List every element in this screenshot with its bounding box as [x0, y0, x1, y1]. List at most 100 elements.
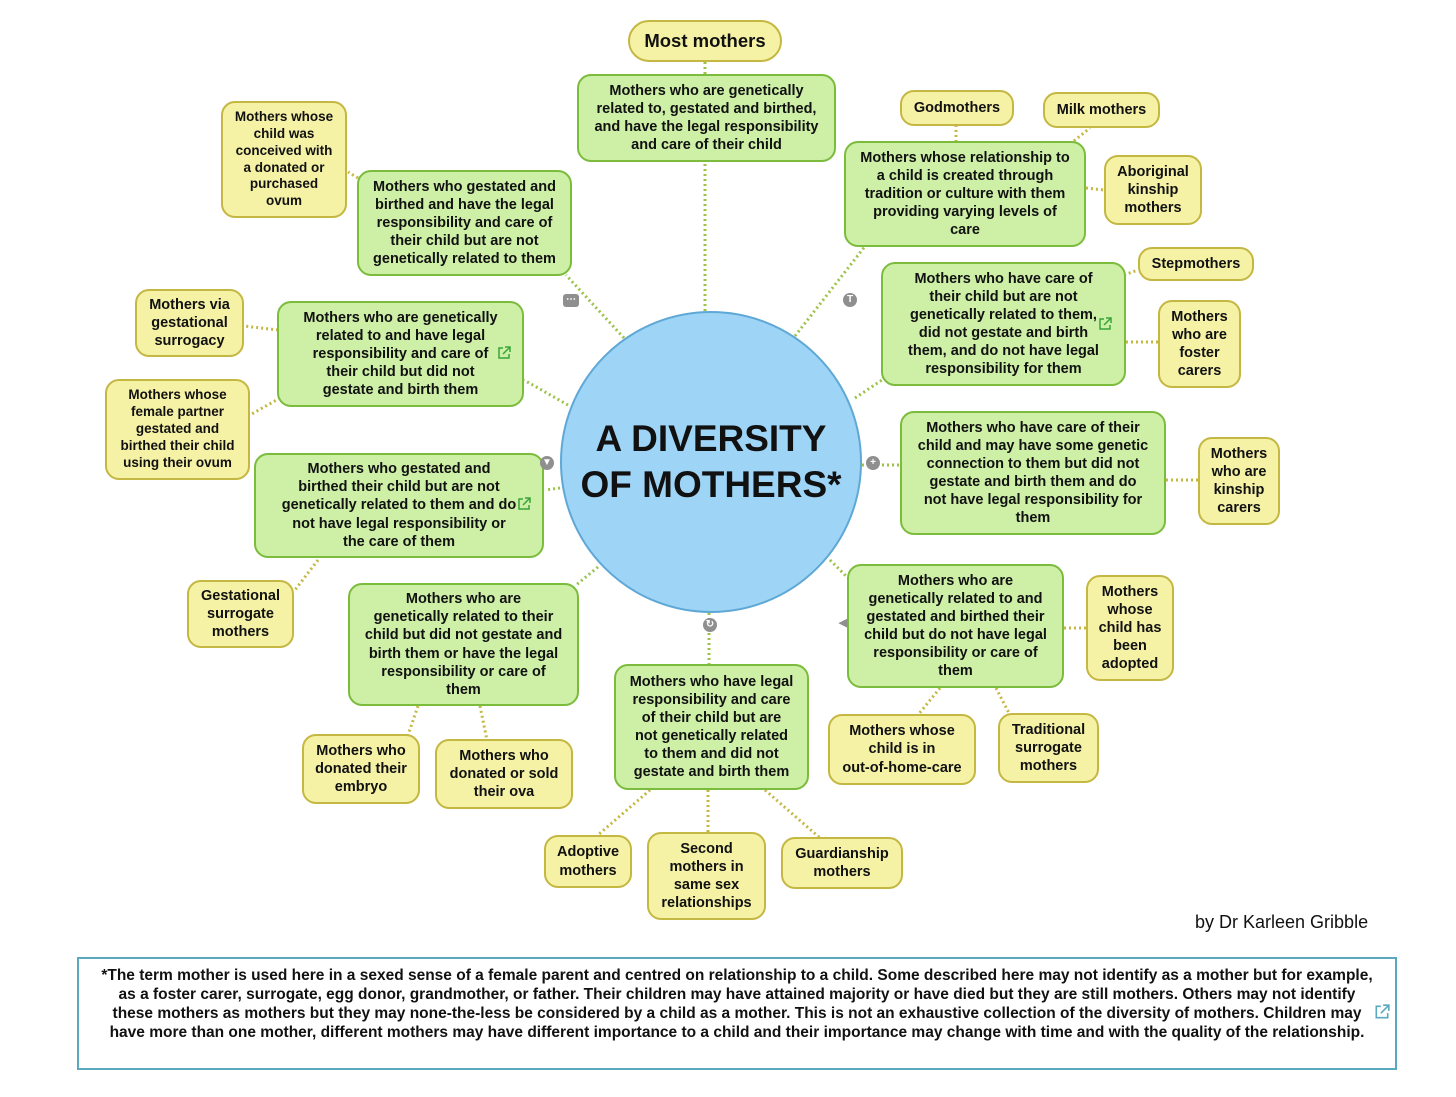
node-genetic-legal-not-gestate[interactable]: Mothers who are genetically related to a… [277, 301, 524, 407]
node-text: Aboriginal [1117, 163, 1189, 180]
node-text: kinship [1213, 482, 1265, 498]
node-adopted[interactable]: Mothers whose child has been adopted [1086, 575, 1174, 681]
node-text: genetically related to them and do [281, 497, 517, 514]
central-topic[interactable]: A DIVERSITY OF MOTHERS* [560, 311, 862, 613]
node-relationship-tradition[interactable]: Mothers whose relationship to a child is… [844, 141, 1086, 247]
node-text: Mothers [1101, 583, 1159, 600]
node-text: child is in [868, 741, 936, 758]
node-genetic-gestated-no-legal[interactable]: Mothers who are genetically related to a… [847, 564, 1064, 688]
node-text: mothers [211, 624, 270, 641]
node-text: responsibility and care of [312, 345, 489, 362]
node-text: Mothers whose [234, 108, 334, 124]
plus-marker-icon[interactable]: + [866, 456, 880, 470]
node-text: Stepmothers [1151, 255, 1241, 272]
external-link-icon[interactable] [1374, 1004, 1390, 1020]
node-text: genetically related to them [373, 251, 556, 268]
node-text: ovum [265, 193, 302, 209]
node-stepmothers[interactable]: Stepmothers [1138, 247, 1254, 281]
central-topic-line2: OF MOTHERS* [580, 464, 842, 505]
node-genetic-gestated-legal[interactable]: Mothers who are genetically related to, … [577, 74, 836, 162]
node-foster-carers[interactable]: Mothers who are foster carers [1158, 300, 1241, 388]
node-text: them [1015, 510, 1051, 527]
node-text: Mothers who have care of their [926, 419, 1140, 436]
node-text: Mothers via [149, 296, 230, 313]
refresh-marker-icon[interactable]: ↻ [703, 618, 717, 632]
node-text: genetically related to and [868, 590, 1043, 607]
node-donated-ovum[interactable]: Mothers whose child was conceived with a… [221, 101, 347, 218]
notes-marker-icon[interactable]: ⋯ [563, 294, 579, 307]
node-care-some-genetic[interactable]: Mothers who have care of their child and… [900, 411, 1166, 535]
node-text: the care of them [343, 533, 455, 550]
node-text: adopted [1101, 656, 1159, 673]
node-text: carers [1217, 500, 1261, 517]
external-link-icon[interactable] [517, 497, 531, 511]
node-text: whose [1107, 601, 1153, 618]
node-text: them, and do not have legal [908, 343, 1099, 360]
node-text: their child but are not [390, 233, 539, 250]
footnote-box: *The term mother is used here in a sexed… [77, 957, 1397, 1070]
node-guardianship[interactable]: Guardianship mothers [781, 837, 903, 889]
node-genetic-only[interactable]: Mothers who are genetically related to t… [348, 583, 579, 706]
node-text: surrogacy [154, 333, 225, 350]
text-marker-icon[interactable]: T [843, 293, 857, 307]
node-text: carers [1177, 363, 1222, 380]
node-text: Mothers who gestated and [373, 178, 556, 195]
node-donated-embryo[interactable]: Mothers who donated their embryo [302, 734, 420, 804]
filter-marker-icon[interactable]: ▼ [540, 456, 554, 470]
node-text: Mothers who have care of [914, 270, 1093, 287]
node-text: gestated and birthed their [866, 608, 1045, 625]
node-gestational-surrogacy[interactable]: Mothers via gestational surrogacy [135, 289, 244, 357]
node-text: them [446, 681, 481, 698]
node-text: donated or sold [449, 765, 559, 782]
node-text: surrogate [207, 605, 274, 622]
node-text: conceived with [235, 142, 333, 158]
node-most-mothers[interactable]: Most mothers [628, 20, 782, 62]
node-out-of-home-care[interactable]: Mothers whose child is in out-of-home-ca… [828, 714, 976, 785]
node-text: mothers [1019, 758, 1078, 775]
node-text: genetically related to their [373, 609, 554, 626]
external-link-icon[interactable] [497, 346, 511, 360]
node-donated-ova[interactable]: Mothers who donated or sold their ova [435, 739, 573, 809]
node-text: Mothers [1210, 445, 1268, 462]
node-text: Gestational [201, 587, 280, 604]
node-text: mothers [813, 864, 871, 880]
node-text: of their child but are [641, 709, 782, 726]
node-text: birthed their child but are not [298, 479, 500, 496]
node-text: responsibility for them [925, 361, 1082, 378]
node-text: their ova [473, 784, 535, 801]
node-text: Mothers whose [128, 387, 227, 403]
node-text: Mothers who are genetically [303, 309, 498, 326]
node-text: Mothers whose relationship to [860, 149, 1070, 166]
node-text: responsibility or care of [873, 645, 1038, 662]
node-text: and have the legal responsibility [594, 119, 819, 135]
node-milk-mothers[interactable]: Milk mothers [1043, 92, 1160, 128]
node-text: birthed and have the legal [375, 196, 554, 213]
external-link-icon[interactable] [1098, 317, 1112, 331]
node-kinship-carers[interactable]: Mothers who are kinship carers [1198, 437, 1280, 525]
node-gestated-not-genetic-no-legal[interactable]: Mothers who gestated and birthed their c… [254, 453, 544, 558]
collapse-arrow-icon[interactable]: ◀ [838, 617, 848, 629]
node-text: tradition or culture with them [864, 185, 1066, 202]
node-gestated-legal-not-genetic[interactable]: Mothers who gestated and birthed and hav… [357, 170, 572, 276]
node-legal-care-only[interactable]: Mothers who have legal responsibility an… [614, 664, 809, 790]
node-aboriginal-kinship[interactable]: Aboriginal kinship mothers [1104, 155, 1202, 225]
node-text: gestate and birth them [322, 382, 479, 399]
node-text: child and may have some genetic [917, 437, 1149, 454]
node-text: out-of-home-care [842, 759, 962, 776]
node-gestational-surrogate[interactable]: Gestational surrogate mothers [187, 580, 294, 648]
node-female-partner[interactable]: Mothers whose female partner gestated an… [105, 379, 250, 480]
node-godmothers[interactable]: Godmothers [900, 90, 1014, 126]
node-text: to them and did not [644, 746, 779, 763]
node-care-not-genetic-no-legal[interactable]: Mothers who have care of their child but… [881, 262, 1126, 386]
node-traditional-surrogate[interactable]: Traditional surrogate mothers [998, 713, 1099, 783]
node-text: gestated and [135, 421, 220, 437]
node-text: responsibility and care [632, 691, 791, 708]
node-second-mothers[interactable]: Second mothers in same sex relationships [647, 832, 766, 920]
node-text: gestational [151, 314, 228, 331]
node-text: been [1113, 638, 1147, 655]
node-text: Mothers who [316, 742, 406, 759]
node-text: did not gestate and birth [918, 325, 1089, 341]
node-adoptive[interactable]: Adoptive mothers [544, 835, 632, 888]
node-text: Second [680, 840, 733, 857]
